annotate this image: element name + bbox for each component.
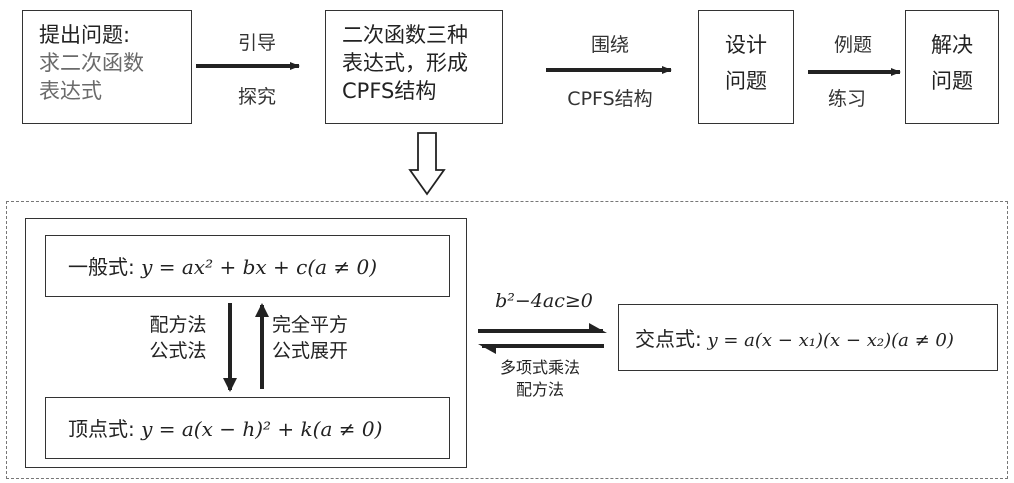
step-pose-problem-line3: 表达式 [39, 79, 102, 103]
step-solve-problem-line2: 问题 [931, 69, 973, 93]
intercept-form-formula: y = a(x − x₁)(x − x₂)(a ≠ 0) [707, 330, 954, 351]
step-form-cpfs: 二次函数三种 表达式，形成 CPFS结构 [325, 10, 503, 124]
down-arrow-label-line1: 配方法 [149, 314, 207, 336]
left-arrow-label-line2: 配方法 [515, 380, 564, 399]
vertex-form-box: 顶点式: y = a(x − h)² + k(a ≠ 0) [45, 397, 450, 459]
step-pose-problem: 提出问题: 求二次函数 表达式 [22, 10, 192, 124]
step-design-problem: 设计 问题 [698, 10, 794, 124]
up-arrow-label-line1: 完全平方 [272, 314, 349, 336]
edge-guide-label: 引导 [237, 32, 276, 54]
edge-around-label: 围绕 [590, 34, 629, 56]
down-arrow-label-line2: 公式法 [149, 340, 207, 362]
vertex-form-formula: y = a(x − h)² + k(a ≠ 0) [141, 417, 383, 441]
intercept-form-box: 交点式: y = a(x − x₁)(x − x₂)(a ≠ 0) [618, 304, 998, 371]
discriminant-label: b²−4ac≥0 [495, 290, 593, 312]
vertex-form-label: 顶点式: [68, 417, 135, 441]
left-arrow-label: 多项式乘法 配方法 [484, 357, 596, 401]
left-arrow-label-line1: 多项式乘法 [499, 358, 580, 377]
step-form-cpfs-line3: CPFS结构 [342, 79, 437, 103]
general-form-label: 一般式: [68, 255, 135, 279]
edge-explore-label: 探究 [237, 86, 276, 108]
edge-cpfs-label: CPFS结构 [567, 88, 653, 110]
step-pose-problem-line2: 求二次函数 [39, 51, 144, 75]
general-form-box: 一般式: y = ax² + bx + c(a ≠ 0) [45, 235, 450, 297]
forms-dashed-region [6, 201, 1008, 479]
intercept-form-label: 交点式: [635, 327, 702, 351]
step-design-problem-line1: 设计 [725, 33, 767, 57]
step-pose-problem-title: 提出问题: [39, 23, 131, 47]
right-arrowhead [589, 323, 607, 333]
general-form-formula: y = ax² + bx + c(a ≠ 0) [141, 255, 378, 279]
down-arrowhead [223, 378, 237, 392]
step-solve-problem: 解决 问题 [905, 10, 999, 124]
edge-practice-label: 练习 [827, 88, 866, 110]
up-arrow-label-line2: 公式展开 [272, 340, 349, 362]
up-arrow-label: 完全平方 公式展开 [272, 312, 382, 364]
left-arrowhead [478, 344, 496, 354]
edge-example-label: 例题 [833, 34, 872, 56]
hollow-down-arrow [408, 132, 446, 196]
step-design-problem-line2: 问题 [725, 69, 767, 93]
step-solve-problem-line1: 解决 [931, 33, 973, 57]
up-arrowhead [255, 303, 269, 317]
step-form-cpfs-line2: 表达式，形成 [342, 51, 468, 75]
down-arrow-label: 配方法 公式法 [142, 312, 214, 364]
step-form-cpfs-line1: 二次函数三种 [342, 23, 468, 47]
